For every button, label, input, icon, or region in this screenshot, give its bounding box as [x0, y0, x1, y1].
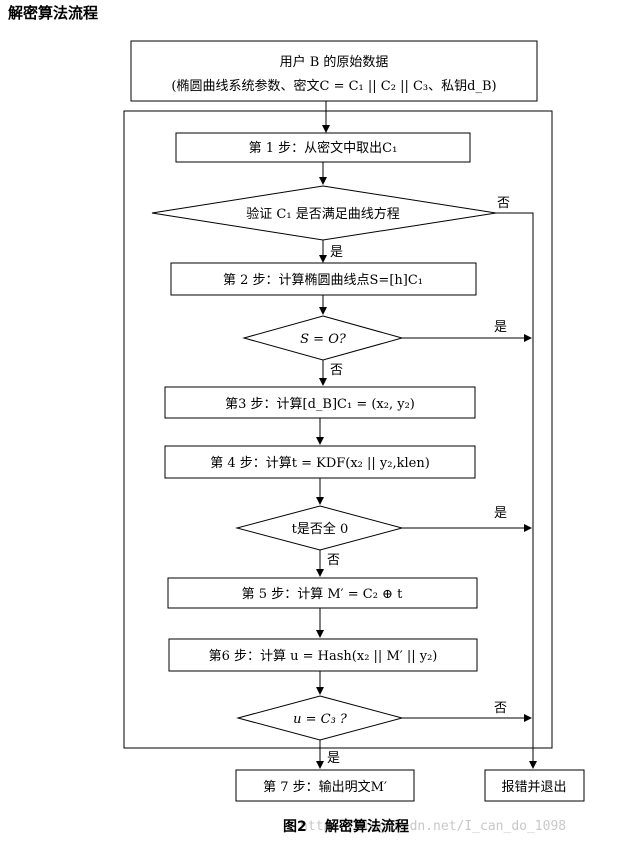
- check4-yes-label: 是: [327, 751, 340, 766]
- step7-label: 第 7 步：输出明文M′: [263, 779, 387, 795]
- step6-label: 第6 步：计算 u = Hash(x₂ || M′ || y₂): [209, 649, 438, 664]
- check3-yes-label: 是: [494, 506, 507, 521]
- check4-label: u = C₃ ?: [293, 712, 348, 727]
- step3-label: 第3 步：计算[d_B]C₁ = (x₂, y₂): [225, 397, 415, 412]
- check2-no-label: 否: [330, 363, 343, 378]
- process-frame: [123, 110, 553, 749]
- error-label: 报错并退出: [501, 780, 566, 795]
- check4-no-label: 否: [494, 701, 507, 716]
- step5-label: 第 5 步：计算 M′ = C₂ ⊕ t: [242, 587, 403, 602]
- step7-box: [235, 769, 415, 802]
- figure-caption: 解密算法流程: [325, 818, 409, 835]
- step6-box: [168, 638, 478, 672]
- check1-yes-label: 是: [330, 245, 343, 260]
- step4-label: 第 4 步：计算t = KDF(x₂ || y₂,klen): [210, 456, 430, 471]
- check1-no-label: 否: [497, 196, 510, 211]
- step4-box: [164, 445, 476, 479]
- check2-label: S = O?: [300, 332, 347, 347]
- error-box: [484, 769, 585, 802]
- input-box: [130, 40, 538, 102]
- input-line1: 用户 B 的原始数据: [280, 54, 389, 70]
- step1-label: 第 1 步：从密文中取出C₁: [249, 140, 398, 156]
- check3-no-label: 否: [327, 553, 340, 568]
- step3-box: [164, 386, 476, 419]
- step2-label: 第 2 步：计算椭圆曲线点S=[h]C₁: [223, 272, 423, 288]
- input-line2: (椭圆曲线系统参数、密文C = C₁ || C₂ || C₃、私钥d_B): [171, 78, 496, 94]
- check2-yes-label: 是: [494, 320, 507, 335]
- watermark: http://blog.csdn.net/I_can_do_1098: [300, 819, 566, 834]
- step5-box: [167, 577, 478, 609]
- check3-label: t是否全 0: [292, 521, 349, 537]
- check1-label: 验证 C₁ 是否满足曲线方程: [246, 206, 399, 222]
- page-title: 解密算法流程: [8, 4, 99, 22]
- figure-number: 图2: [283, 819, 307, 835]
